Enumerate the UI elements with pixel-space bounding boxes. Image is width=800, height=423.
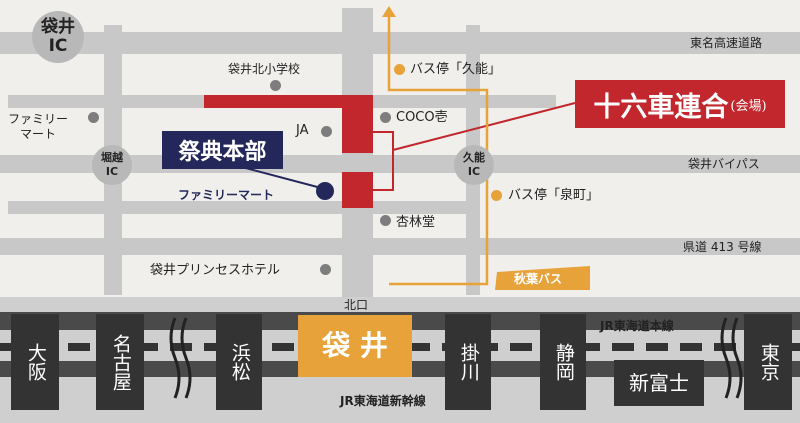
venue-box: 十六車連合 (会場) bbox=[575, 80, 785, 128]
kunou-ic-circle: 久能 IC bbox=[454, 145, 494, 185]
bus-stop-izumi: バス停「泉町」 bbox=[508, 188, 600, 203]
kitaguchi-label: 北口 bbox=[344, 298, 369, 312]
station-kakegawa: 掛川 bbox=[445, 314, 491, 410]
road-label-413: 県道 413 号線 bbox=[683, 240, 762, 254]
landmark-ja: JA bbox=[296, 123, 309, 138]
landmark-familymart: ファミリー マート bbox=[8, 112, 69, 141]
bus-route-arrow bbox=[382, 6, 396, 17]
rail-label-shinkansen: JR東海道新幹線 bbox=[340, 394, 426, 408]
hq-leader-line bbox=[237, 165, 326, 190]
venue-leader-line bbox=[392, 102, 576, 151]
venue-road-segment bbox=[204, 95, 342, 108]
bus-stop-kunou-marker bbox=[394, 64, 405, 75]
landmark-coco: COCO壱 bbox=[396, 110, 448, 125]
fukuroi-ic-circle: 袋井 IC bbox=[32, 11, 84, 63]
hq-marker bbox=[316, 182, 334, 200]
horikoshi-ic-circle: 堀越 IC bbox=[92, 145, 132, 185]
road-tomei bbox=[0, 32, 800, 54]
bus-stop-kunou: バス停「久能」 bbox=[410, 62, 502, 77]
venue-block-north bbox=[342, 95, 373, 153]
road-kyorindo bbox=[8, 201, 478, 214]
school-marker bbox=[270, 80, 281, 91]
venue-bracket bbox=[373, 131, 394, 191]
station-fukuroi: 袋 井 bbox=[298, 315, 412, 377]
station-nagoya: 名古屋 bbox=[96, 314, 144, 410]
coco-marker bbox=[380, 112, 391, 123]
road-label-bypass: 袋井バイパス bbox=[688, 157, 760, 171]
bus-route-label-bg bbox=[495, 266, 590, 290]
kyorindo-marker bbox=[380, 215, 391, 226]
station-osaka: 大阪 bbox=[11, 314, 59, 410]
ja-marker bbox=[321, 126, 332, 137]
bus-stop-izumi-marker bbox=[491, 190, 502, 201]
landmark-kyorindo: 杏林堂 bbox=[396, 215, 436, 230]
landmark-familymart-hq: ファミリーマート bbox=[178, 188, 275, 202]
hotel-marker bbox=[320, 264, 331, 275]
station-shinfuji: 新富士 bbox=[614, 360, 704, 406]
rail-breaks bbox=[169, 317, 743, 399]
bus-route-label: 秋葉バス bbox=[514, 272, 563, 286]
venue-sub: (会場) bbox=[730, 98, 767, 114]
rail-label-tokaido: JR東海道本線 bbox=[600, 319, 674, 333]
bus-route-line bbox=[387, 12, 489, 286]
road-label-tomei: 東名高速道路 bbox=[690, 36, 763, 50]
landmark-hotel: 袋井プリンセスホテル bbox=[150, 263, 281, 278]
venue-block-south bbox=[342, 172, 373, 208]
station-hamamatsu: 浜松 bbox=[216, 314, 262, 410]
familymart-marker bbox=[88, 112, 99, 123]
landmark-school: 袋井北小学校 bbox=[228, 62, 301, 76]
road-413 bbox=[0, 238, 800, 255]
venue-title: 十六車連合 bbox=[593, 91, 729, 123]
station-tokyo: 東京 bbox=[744, 314, 792, 410]
station-shizuoka: 静岡 bbox=[540, 314, 586, 410]
hq-box: 祭典本部 bbox=[162, 131, 283, 169]
